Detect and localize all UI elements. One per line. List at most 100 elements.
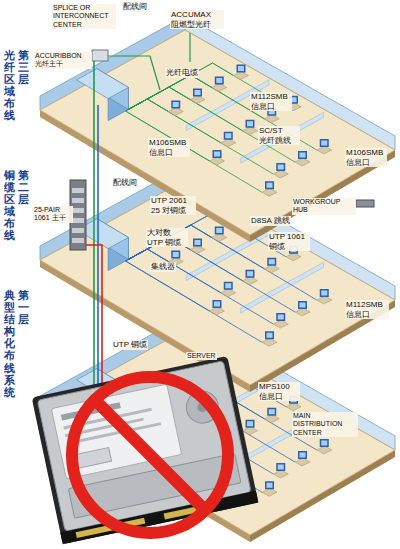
fiber-cable xyxy=(189,33,190,62)
workstation-icon xyxy=(221,289,236,297)
workstation-icon xyxy=(193,239,202,247)
callout-label: 光纤电缆 xyxy=(165,68,199,78)
workstation-icon xyxy=(320,289,329,297)
workstation-icon xyxy=(247,421,253,426)
prohibition-slash xyxy=(95,400,205,510)
workstation-icon xyxy=(300,303,306,308)
callout-label: 大对数 UTP 铜缆 xyxy=(146,228,188,247)
callout-label: UTP 2061 25 对铜缆 xyxy=(150,196,196,215)
workstation-icon xyxy=(190,89,205,104)
workstation-icon xyxy=(262,488,277,496)
workstation-icon xyxy=(269,409,275,414)
workstation-icon xyxy=(173,252,179,257)
floor-heading: 光纤区域布线 xyxy=(4,50,15,123)
fiber-cable xyxy=(108,56,160,90)
workstation-icon xyxy=(295,451,310,466)
workstation-icon xyxy=(265,181,274,189)
disk-body xyxy=(32,356,259,544)
workstation-icon xyxy=(224,132,233,140)
workstation-icon xyxy=(278,465,284,470)
workstation-icon xyxy=(212,77,227,92)
workstation-icon xyxy=(265,481,274,489)
workstation-icon xyxy=(286,403,301,411)
fiber-backbone xyxy=(93,61,95,410)
patch-panel xyxy=(72,238,84,243)
workstation-icon xyxy=(286,253,301,261)
copper-backbone xyxy=(97,105,99,410)
workstation-icon xyxy=(321,441,327,446)
workstation-icon xyxy=(317,146,332,154)
floor-heading: 第一层 xyxy=(18,290,29,326)
workstation-icon xyxy=(221,282,236,297)
workstation-icon xyxy=(320,439,329,447)
callout-label: SC/ST 光纤跳线 xyxy=(258,126,300,145)
prohibition-sign xyxy=(72,377,228,533)
workstation-icon xyxy=(262,331,277,346)
workstation-icon xyxy=(216,228,222,233)
workstation-icon xyxy=(243,427,258,435)
workstation-icon xyxy=(246,120,255,128)
workstation-icon xyxy=(273,313,288,328)
workstation-icon xyxy=(320,139,329,147)
workstation-icon xyxy=(173,102,179,107)
workstation-icon xyxy=(298,151,307,159)
workstation-icon xyxy=(243,127,258,135)
workstation-icon xyxy=(264,415,279,423)
prohibition-ring xyxy=(72,377,228,533)
floor-heading: 铜缆区域布线 xyxy=(4,170,15,243)
hard-disk-icon xyxy=(32,356,259,544)
workstation-icon xyxy=(171,251,180,259)
workstation-icon xyxy=(225,133,231,138)
workstation-icon xyxy=(273,470,288,478)
callout-label: ACCURIBBON 光纤主干 xyxy=(34,52,92,69)
workstation-icon xyxy=(317,289,332,304)
workstation-icon xyxy=(295,458,310,466)
workstation-icon xyxy=(298,451,307,459)
building-floors xyxy=(40,16,395,542)
workstation-icon xyxy=(295,308,310,316)
workstation-icon xyxy=(237,65,246,73)
callout-label: ACCUMAX 阻燃型光纤 xyxy=(170,10,224,29)
workstation-icon xyxy=(234,65,249,80)
workstation-icon xyxy=(262,181,277,196)
workstation-icon xyxy=(212,84,227,92)
workstation-icon xyxy=(278,165,284,170)
workstation-icon xyxy=(262,481,277,496)
workstation-icon xyxy=(300,453,306,458)
workstation-icon xyxy=(190,246,205,254)
floor-plate xyxy=(126,259,263,342)
workstation-icon xyxy=(238,66,244,71)
callout-label: MAIN DISTRIBUTION CENTER xyxy=(292,412,358,437)
workstation-icon xyxy=(221,139,236,147)
workstation-icon xyxy=(212,234,227,242)
workstation-icon xyxy=(317,296,332,304)
workstation-icon xyxy=(321,141,327,146)
workstation-icon xyxy=(317,439,332,454)
workstation-icon xyxy=(264,115,279,123)
callout-label: SPLICE OR INTERCONNECT CENTER xyxy=(52,4,116,29)
callout-label: 集线器 xyxy=(150,262,176,272)
workstation-icon xyxy=(213,300,222,308)
workstation-icon xyxy=(262,188,277,196)
callout-label: M106SMB 信息口 xyxy=(345,148,387,167)
workstation-icon xyxy=(210,307,225,315)
floor-plate xyxy=(126,109,263,192)
workstation-icon xyxy=(273,320,288,328)
workstation-icon xyxy=(168,108,183,116)
workstation-icon xyxy=(212,227,227,242)
workstation-icon xyxy=(243,420,258,435)
workstation-icon xyxy=(243,270,258,285)
floor-heading: 典型结构化布线系统 xyxy=(4,290,15,399)
workstation-icon xyxy=(195,240,201,245)
cabling-equipment xyxy=(70,33,374,410)
floor-heading: 第二层 xyxy=(18,170,29,206)
workstation-icon xyxy=(190,96,205,104)
workstation-icon xyxy=(267,483,273,488)
workstation-icon xyxy=(216,78,222,83)
workstation-icon xyxy=(168,101,183,116)
workstation-icon xyxy=(317,139,332,154)
workstation-icon xyxy=(213,150,222,158)
workstation-icon xyxy=(210,157,225,165)
callout-label: UTP 铜缆 xyxy=(112,340,148,350)
